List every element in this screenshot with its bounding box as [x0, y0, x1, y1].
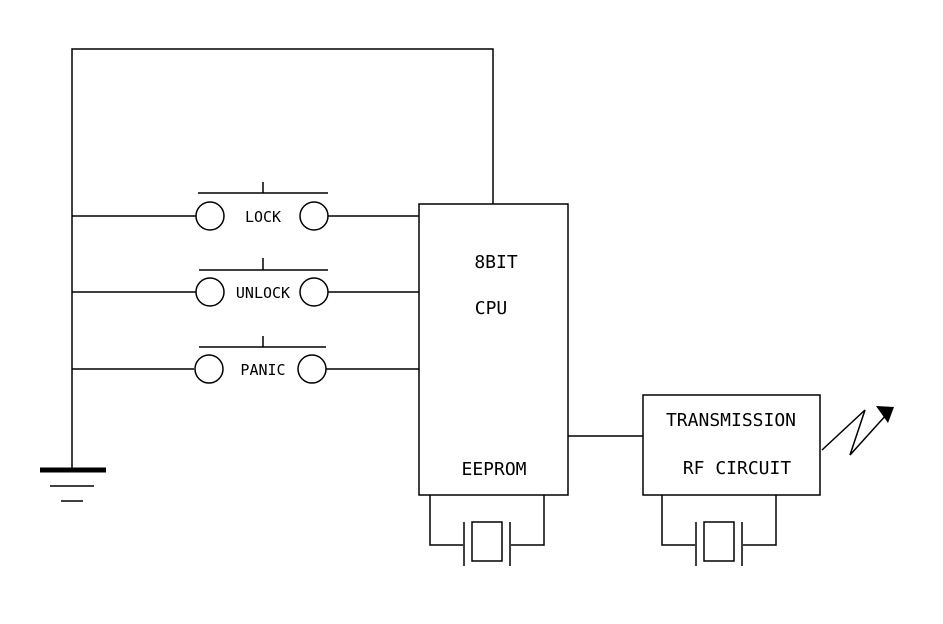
eeprom-label: EEPROM	[461, 459, 526, 480]
unlock-label: UNLOCK	[236, 284, 290, 302]
transmission-label: TRANSMISSION	[666, 410, 796, 431]
unlock-switch-left-contact	[196, 278, 224, 306]
unlock-switch: UNLOCK	[72, 258, 419, 306]
panic-label: PANIC	[240, 361, 285, 379]
panic-switch-left-contact	[195, 355, 223, 383]
rf-crystal	[662, 495, 776, 566]
lock-label: LOCK	[245, 208, 281, 226]
lock-switch: LOCK	[72, 182, 419, 230]
cpu-crystal	[430, 495, 544, 566]
lock-switch-right-contact	[300, 202, 328, 230]
rf-block: TRANSMISSION RF CIRCUIT	[643, 395, 820, 495]
rf-emission-icon	[822, 406, 894, 455]
ground-symbol	[40, 470, 106, 501]
cpu-name-label: CPU	[475, 298, 508, 319]
panic-switch-right-contact	[298, 355, 326, 383]
rf-circuit-label: RF CIRCUIT	[683, 458, 792, 479]
lock-switch-left-contact	[196, 202, 224, 230]
cpu-bit-label: 8BIT	[474, 252, 518, 273]
panic-switch: PANIC	[72, 336, 419, 383]
cpu-block: 8BIT CPU EEPROM	[419, 204, 568, 495]
unlock-switch-right-contact	[300, 278, 328, 306]
